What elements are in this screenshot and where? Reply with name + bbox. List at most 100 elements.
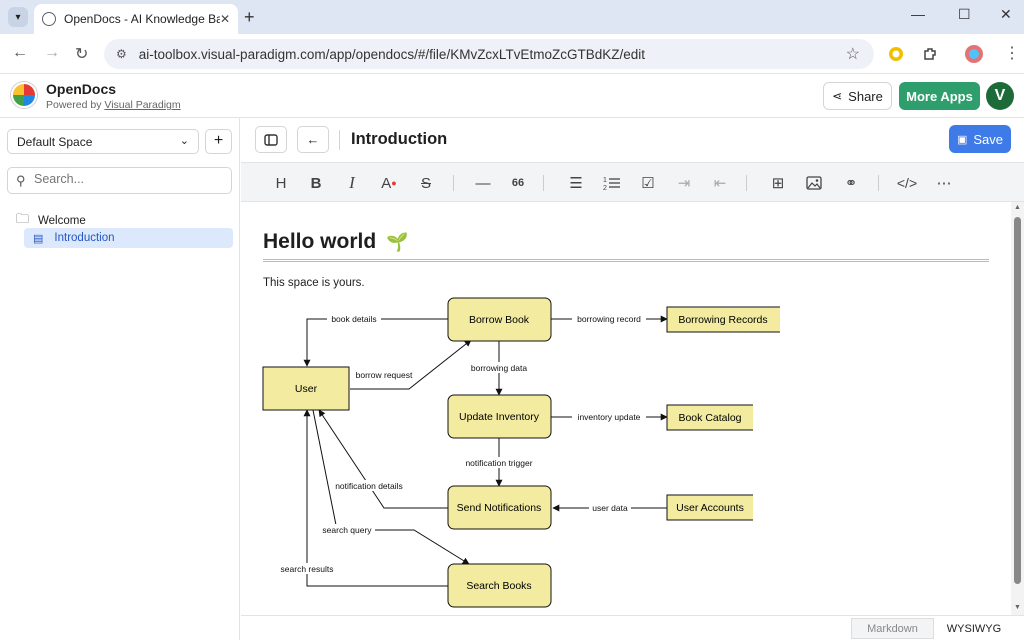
forward-icon[interactable]: →	[44, 44, 60, 61]
extensions-puzzle-icon[interactable]	[918, 42, 942, 66]
strikethrough-icon[interactable]: S	[420, 174, 431, 192]
add-space-button[interactable]: +	[205, 129, 232, 154]
avatar[interactable]: V	[986, 82, 1014, 110]
markdown-mode-tab[interactable]: Markdown	[851, 618, 934, 639]
edge-book-details	[303, 318, 448, 367]
chevron-down-icon: ⌄	[179, 135, 189, 147]
outdent-icon[interactable]: ⇤	[713, 175, 727, 192]
search-input[interactable]	[34, 172, 224, 186]
maximize-icon[interactable]: ☐	[958, 6, 971, 22]
node-search-books[interactable]: Search Books	[447, 563, 552, 608]
more-apps-button[interactable]: More Apps	[899, 82, 980, 110]
toggle-sidebar-button[interactable]	[255, 126, 287, 153]
browser-tab[interactable]: OpenDocs - AI Knowledge Base ✕	[34, 4, 238, 34]
share-label: Share	[848, 88, 883, 104]
toolbar-divider	[543, 175, 544, 191]
extension-icon[interactable]	[884, 42, 908, 66]
back-icon[interactable]: ←	[12, 44, 28, 61]
powered-by: Powered by Visual Paradigm	[46, 99, 181, 111]
scroll-up-icon[interactable]: ▲	[1014, 204, 1021, 211]
edge-label-search-results: search results	[281, 564, 334, 574]
profile-icon[interactable]	[962, 42, 986, 66]
bookmark-star-icon[interactable]: ☆	[845, 46, 860, 63]
tab-search-button[interactable]: ▾	[8, 7, 28, 27]
url-field[interactable]: ⚙ ai-toolbox.visual-paradigm.com/app/ope…	[104, 39, 874, 69]
image-icon[interactable]	[803, 173, 825, 193]
node-send-notifications-label: Send Notifications	[457, 502, 542, 514]
wysiwyg-mode-tab[interactable]: WYSIWYG	[946, 622, 1002, 635]
task-list-icon[interactable]: ☑	[641, 175, 655, 192]
share-button[interactable]: ⋖ Share	[823, 82, 892, 110]
back-button[interactable]: ←	[297, 126, 329, 153]
quote-icon[interactable]: 66	[511, 177, 525, 189]
arrow-left-icon: ←	[306, 132, 320, 147]
tree-folder-label: Welcome	[38, 215, 86, 227]
edge-notification-details	[318, 409, 448, 509]
reload-icon[interactable]: ↻	[75, 46, 89, 63]
sidebar: Default Space ⌄ + ⚲ 🗀 Welcome ▤ Introduc…	[0, 118, 240, 640]
toolbar-divider	[878, 175, 879, 191]
svg-text:2: 2	[603, 185, 607, 191]
save-button[interactable]: ▣ Save	[949, 125, 1011, 153]
minimize-icon[interactable]: —	[911, 6, 925, 22]
visual-paradigm-link[interactable]: Visual Paradigm	[104, 99, 181, 111]
node-send-notifications[interactable]: Send Notifications	[447, 485, 552, 530]
tree-page-introduction[interactable]: ▤ Introduction	[24, 228, 233, 248]
scroll-down-icon[interactable]: ▼	[1014, 604, 1021, 611]
seedling-icon: 🌱	[386, 232, 409, 252]
content-scrollbar[interactable]: ▲ ▼	[1011, 202, 1024, 615]
edge-borrow-request	[350, 339, 472, 390]
editor-content[interactable]: Hello world 🌱 This space is yours. User	[241, 202, 1011, 615]
toolbar-divider	[746, 175, 747, 191]
editor-footer: Markdown WYSIWYG	[241, 615, 1024, 640]
node-borrowing-records-label: Borrowing Records	[678, 314, 767, 326]
edge-label-book-details: book details	[331, 314, 376, 324]
node-book-catalog-label: Book Catalog	[678, 412, 741, 424]
node-user[interactable]: User	[262, 366, 350, 411]
sidebar-toggle-icon	[264, 133, 278, 146]
tab-close-icon[interactable]: ✕	[219, 12, 230, 26]
save-label: Save	[973, 131, 1004, 147]
italic-icon[interactable]: I	[349, 173, 355, 192]
link-icon[interactable]: ⚭	[844, 175, 858, 192]
scroll-thumb[interactable]	[1014, 217, 1021, 584]
node-book-catalog[interactable]: Book Catalog	[666, 404, 753, 431]
page-title: Introduction	[351, 130, 448, 148]
search-icon: ⚲	[16, 173, 26, 188]
heading-icon[interactable]: H	[275, 174, 287, 192]
edge-label-notification-details: notification details	[335, 481, 403, 491]
bold-icon[interactable]: B	[310, 174, 322, 192]
new-tab-button[interactable]: +	[244, 7, 255, 27]
edge-label-borrowing-data: borrowing data	[471, 363, 528, 373]
table-icon[interactable]: ⊞	[771, 175, 785, 192]
opendocs-logo	[11, 82, 37, 108]
browser-menu-icon[interactable]: ⋮	[1004, 45, 1020, 62]
edge-search-query	[312, 409, 470, 565]
space-select[interactable]: Default Space ⌄	[7, 129, 199, 154]
bullet-list-icon[interactable]: ☰	[569, 175, 583, 192]
divider	[339, 130, 340, 150]
svg-text:1: 1	[603, 177, 607, 184]
brand-name: OpenDocs	[46, 81, 117, 97]
more-icon[interactable]: ⋯	[936, 175, 952, 192]
node-user-accounts[interactable]: User Accounts	[666, 494, 753, 521]
code-icon[interactable]: </>	[896, 175, 918, 191]
node-borrowing-records[interactable]: Borrowing Records	[666, 306, 780, 333]
heading-text: Hello world	[263, 230, 377, 253]
edge-label-inventory-update: inventory update	[578, 412, 641, 422]
sidebar-search[interactable]: ⚲	[7, 167, 232, 194]
editor-header: ← Introduction ▣ Save	[241, 118, 1024, 162]
powered-by-prefix: Powered by	[46, 99, 105, 111]
site-info-icon[interactable]: ⚙	[116, 47, 127, 61]
window-close-icon[interactable]: ✕	[1000, 6, 1012, 22]
node-borrow-book[interactable]: Borrow Book	[447, 297, 552, 342]
tree-folder-welcome[interactable]: 🗀 Welcome	[16, 210, 86, 232]
address-bar-row: ← → ↻ ⚙ ai-toolbox.visual-paradigm.com/a…	[0, 34, 1024, 74]
horizontal-rule-icon[interactable]: —	[475, 174, 491, 192]
node-update-inventory[interactable]: Update Inventory	[447, 394, 552, 439]
share-icon: ⋖	[832, 89, 843, 103]
text-color-icon[interactable]: A●	[381, 174, 397, 192]
space-select-value: Default Space	[17, 135, 93, 149]
indent-icon[interactable]: ⇥	[677, 175, 691, 192]
